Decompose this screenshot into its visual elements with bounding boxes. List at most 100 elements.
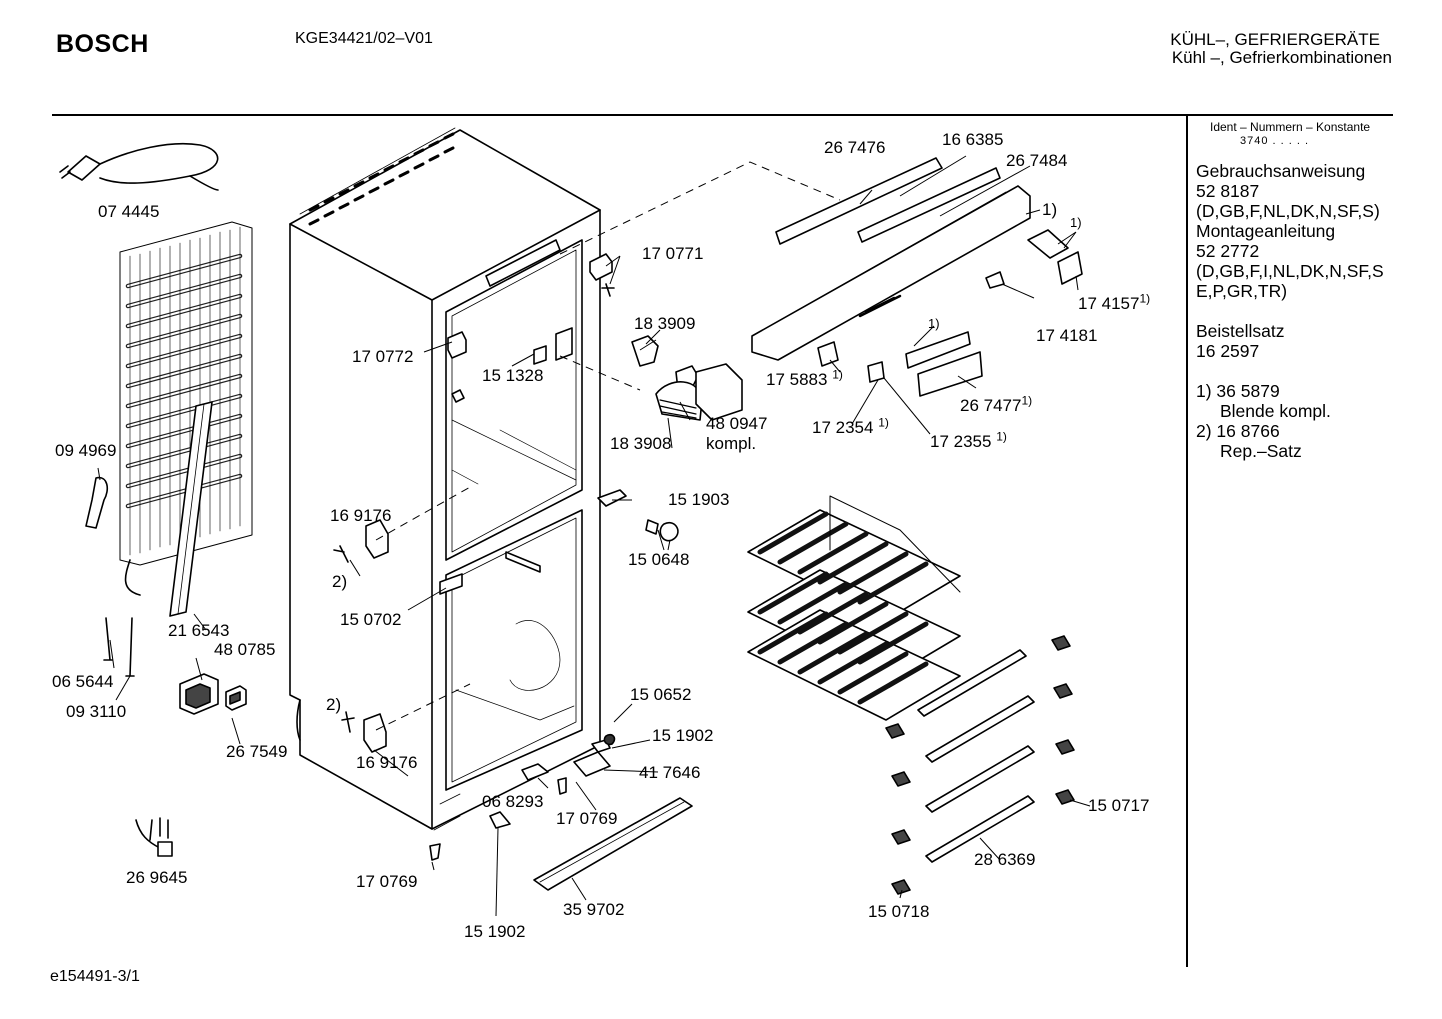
part-number-label: 48 0947 xyxy=(706,414,768,433)
blende-note: 1) xyxy=(1070,215,1082,230)
sidebar-heading: Ident – Nummern – Konstante xyxy=(1210,120,1371,134)
sidebar-constant: 3740 . . . . . xyxy=(1240,135,1310,147)
part-number-label: 15 0652 xyxy=(630,685,692,704)
part-number-label: 26 7484 xyxy=(1006,151,1068,170)
part-number-label: 15 1903 xyxy=(668,490,730,509)
thermostat-bracket xyxy=(555,327,573,361)
sidebar-line: (D,GB,F,I,NL,DK,N,SF,S xyxy=(1196,261,1384,281)
sidebar-line: Rep.–Satz xyxy=(1220,441,1302,461)
shelf-support-parts xyxy=(885,635,1075,895)
power-cord-part xyxy=(59,142,219,191)
part-number-label: 16 9176 xyxy=(330,506,392,525)
brand-logo: BOSCH xyxy=(56,30,149,58)
part-number-label: 26 9645 xyxy=(126,868,188,887)
sidebar-line: Blende kompl. xyxy=(1220,401,1331,421)
blende-note: 1) xyxy=(928,316,940,331)
part-number-label: 18 3909 xyxy=(634,314,696,333)
nut-part xyxy=(603,733,616,746)
hinge-part xyxy=(597,489,627,507)
hose-part xyxy=(85,476,109,529)
part-number-label: 16 6385 xyxy=(942,130,1004,149)
part-number-label: 17 2354 1) xyxy=(812,415,889,437)
bracket-part xyxy=(573,751,611,777)
part-number-label: 17 0771 xyxy=(642,244,704,263)
leader-lines xyxy=(97,155,1091,917)
part-number-label: 26 74771) xyxy=(960,393,1033,415)
document-id: e154491-3/1 xyxy=(50,968,140,985)
part-number-label: 06 8293 xyxy=(482,792,544,811)
category-lower: Kühl –, Gefrierkombinationen xyxy=(1171,48,1392,67)
part-number-label: 35 9702 xyxy=(563,900,625,919)
sidebar-line: Beistellsatz xyxy=(1196,321,1285,341)
category-upper: KÜHL–, GEFRIERGERÄTE xyxy=(1170,30,1380,49)
part-number-label: 17 4181 xyxy=(1036,326,1098,345)
sidebar-line: 2) 16 8766 xyxy=(1196,421,1280,441)
hinge-part xyxy=(439,573,463,595)
lamp-part xyxy=(631,335,659,367)
lamp-cover-part xyxy=(655,381,703,421)
clip-part xyxy=(533,345,547,365)
fan-part xyxy=(363,713,387,753)
blende-note: 1) xyxy=(1042,200,1058,219)
plinth-part xyxy=(533,797,693,891)
part-number-label: 16 9176 xyxy=(356,753,418,772)
screw-part xyxy=(557,777,567,795)
repair-set-note: 2) xyxy=(332,572,348,591)
part-number-label: 26 7476 xyxy=(824,138,886,157)
sidebar-line: 1) 36 5879 xyxy=(1196,381,1280,401)
hinge-part xyxy=(447,331,467,359)
cable-part xyxy=(135,817,169,853)
sidebar-line: 52 8187 xyxy=(1196,181,1260,201)
sensor-part xyxy=(125,617,135,677)
part-number-label: 17 41571) xyxy=(1078,291,1151,313)
condenser-coil xyxy=(119,221,253,596)
part-number-label: 18 3908 xyxy=(610,434,672,453)
connector-part xyxy=(157,841,173,857)
header-divider xyxy=(52,114,1393,116)
shelf-rail-parts xyxy=(917,649,1035,863)
sensor-part xyxy=(103,617,113,661)
part-number-label: 15 1902 xyxy=(652,726,714,745)
drain-channel-part xyxy=(169,401,213,617)
shelf-stack xyxy=(747,495,961,721)
clip-part xyxy=(451,389,465,403)
screw-part xyxy=(645,519,659,535)
sidebar-line: 16 2597 xyxy=(1196,341,1260,361)
part-number-label: 17 5883 1) xyxy=(766,367,843,389)
sidebar-divider xyxy=(1186,116,1188,967)
part-number-label: 21 6543 xyxy=(168,621,230,640)
part-number-label: 15 0648 xyxy=(628,550,690,569)
part-number-label: 09 4969 xyxy=(55,441,117,460)
part-number-label: 17 0772 xyxy=(352,347,414,366)
screw-part xyxy=(429,843,441,861)
stop-part xyxy=(489,811,511,829)
relay-part xyxy=(179,673,247,715)
sidebar-line: E,P,GR,TR) xyxy=(1196,281,1288,301)
part-number-label: 26 7549 xyxy=(226,742,288,761)
wire-part xyxy=(333,545,349,563)
part-number-label: kompl. xyxy=(706,434,757,453)
screw-part xyxy=(601,283,615,297)
part-number-label: 15 1328 xyxy=(482,366,544,385)
control-panel-part xyxy=(751,157,1083,397)
part-number-label: 17 2355 1) xyxy=(930,429,1007,451)
cap-part xyxy=(659,521,679,542)
part-number-label: 15 0702 xyxy=(340,610,402,629)
part-number-label: 17 0769 xyxy=(556,809,618,828)
sidebar-line: Gebrauchsanweisung xyxy=(1196,161,1366,181)
part-number-label: 28 6369 xyxy=(974,850,1036,869)
model-number: KGE34421/02–V01 xyxy=(295,30,433,47)
part-number-label: 06 5644 xyxy=(52,672,114,691)
sidebar-line: 52 2772 xyxy=(1196,241,1260,261)
wire-part xyxy=(341,711,355,733)
sidebar-line: (D,GB,F,NL,DK,N,SF,S) xyxy=(1196,201,1380,221)
fridge-cabinet xyxy=(289,127,601,831)
repair-set-note: 2) xyxy=(326,695,342,714)
part-number-label: 09 3110 xyxy=(66,702,127,721)
dashed-guide-lines xyxy=(375,161,841,731)
lamp-housing-part xyxy=(695,363,743,421)
part-number-label: 48 0785 xyxy=(214,640,276,659)
part-number-label: 17 0769 xyxy=(356,872,418,891)
part-number-label: 15 0718 xyxy=(868,902,930,921)
